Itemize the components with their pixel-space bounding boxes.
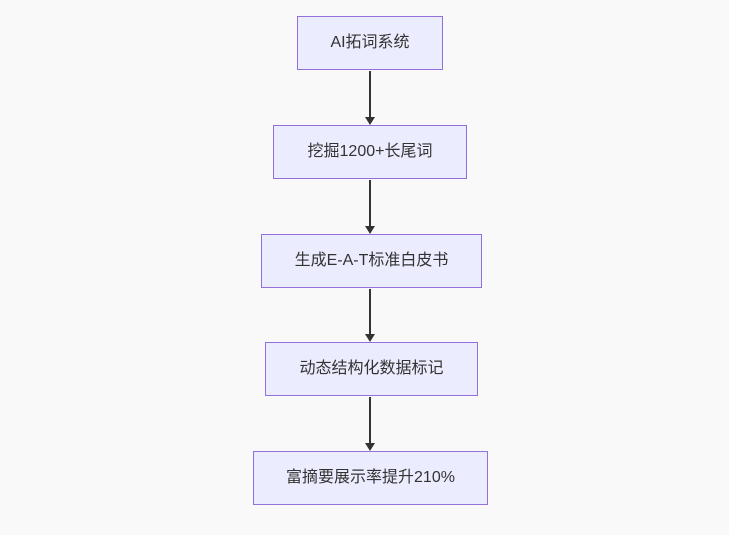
edge-line-3 bbox=[369, 289, 371, 334]
arrowhead-down-icon bbox=[365, 334, 375, 342]
arrowhead-down-icon bbox=[365, 226, 375, 234]
flowchart-node-ai-keyword-system: AI拓词系统 bbox=[297, 16, 443, 70]
edge-line-1 bbox=[369, 71, 371, 117]
flowchart-node-rich-snippet-result: 富摘要展示率提升210% bbox=[253, 451, 488, 505]
arrowhead-down-icon bbox=[365, 443, 375, 451]
edge-line-4 bbox=[369, 397, 371, 443]
edge-line-2 bbox=[369, 180, 371, 226]
arrowhead-down-icon bbox=[365, 117, 375, 125]
flowchart-node-longtail-mining: 挖掘1200+长尾词 bbox=[273, 125, 467, 179]
flowchart-node-eat-whitepaper: 生成E-A-T标准白皮书 bbox=[261, 234, 482, 288]
flowchart-node-structured-data-markup: 动态结构化数据标记 bbox=[265, 342, 478, 396]
